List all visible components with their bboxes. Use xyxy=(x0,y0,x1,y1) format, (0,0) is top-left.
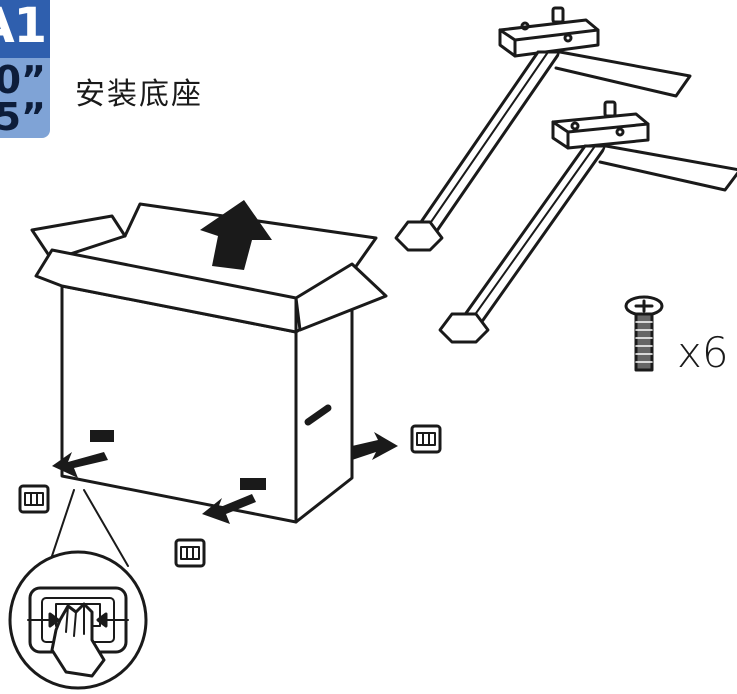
up-arrow-icon xyxy=(200,200,272,270)
handle-icon xyxy=(18,484,50,514)
zoom-callout xyxy=(8,550,148,690)
page-title: 安装底座 xyxy=(75,77,203,112)
size-label-1: 0” xyxy=(0,58,46,102)
handle-icon xyxy=(410,424,442,454)
stand-leg-icon xyxy=(438,100,737,344)
screw-icon xyxy=(624,295,664,372)
arrow-icon xyxy=(52,432,398,524)
size-label-2: 5” xyxy=(0,95,46,138)
step-badge-header: A1 xyxy=(0,0,50,58)
step-label: A1 xyxy=(0,0,47,54)
screw-quantity: x6 xyxy=(677,328,729,377)
step-badge: A1 0” 5” xyxy=(0,0,50,138)
box-icon xyxy=(30,202,388,524)
stand-leg-icon xyxy=(394,6,692,252)
hand-icon xyxy=(50,602,106,678)
handle-icon xyxy=(174,538,206,568)
